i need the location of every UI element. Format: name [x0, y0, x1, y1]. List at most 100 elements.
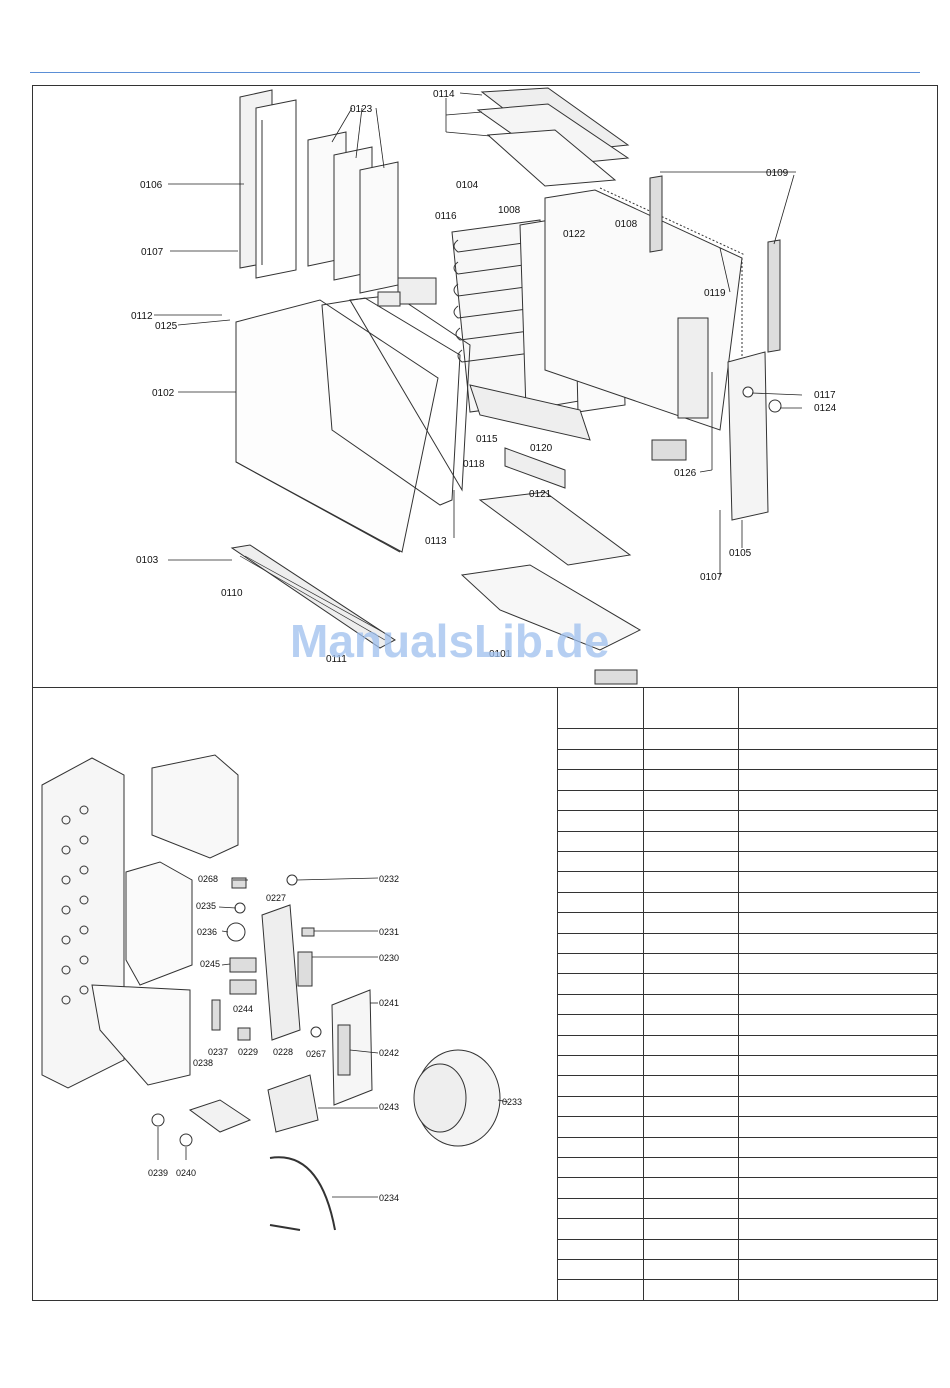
table-cell	[643, 1238, 739, 1261]
table-cell	[738, 810, 938, 832]
table-cell	[557, 1034, 644, 1056]
table-cell	[643, 1095, 739, 1118]
table-row	[557, 830, 938, 852]
table-cell	[643, 1279, 739, 1301]
table-row	[557, 1218, 938, 1240]
table-cell	[738, 1136, 938, 1159]
table-cell	[643, 728, 739, 750]
table-cell	[643, 1054, 739, 1077]
label-0101: 0101	[489, 649, 512, 660]
table-row	[557, 1197, 938, 1220]
table-cell	[643, 973, 739, 995]
label-0242: 0242	[379, 1048, 399, 1058]
table-row	[557, 789, 938, 812]
table-cell	[738, 1014, 938, 1036]
label-0103: 0103	[136, 555, 159, 566]
label-0124: 0124	[814, 403, 837, 414]
label-0267: 0267	[306, 1049, 326, 1059]
label-0227: 0227	[266, 893, 286, 903]
table-cell	[738, 728, 938, 750]
table-row	[557, 748, 938, 771]
table-row	[557, 891, 938, 914]
table-cell	[557, 1054, 644, 1077]
table-cell	[738, 748, 938, 771]
table-cell	[738, 912, 938, 934]
parts-list-table	[557, 686, 938, 1301]
table-cell	[643, 993, 739, 1016]
label-0232: 0232	[379, 874, 399, 884]
label-0240: 0240	[176, 1168, 196, 1178]
table-cell	[643, 686, 739, 730]
table-cell	[643, 1197, 739, 1220]
table-cell	[738, 1238, 938, 1261]
table-row	[557, 973, 938, 995]
table-cell	[738, 952, 938, 975]
table-cell	[643, 871, 739, 893]
table-cell	[557, 810, 644, 832]
table-cell	[557, 973, 644, 995]
label-0115: 0115	[476, 434, 498, 445]
table-cell	[643, 1014, 739, 1036]
table-cell	[557, 1116, 644, 1138]
label-0107: 0107	[141, 247, 164, 258]
label-0241: 0241	[379, 998, 399, 1008]
table-cell	[643, 1259, 739, 1281]
table-cell	[738, 1177, 938, 1199]
table-cell	[557, 1259, 644, 1281]
table-cell	[738, 1095, 938, 1118]
table-cell	[738, 1259, 938, 1281]
table-cell	[643, 1075, 739, 1097]
table-cell	[738, 932, 938, 954]
label-0268: 0268	[198, 874, 218, 884]
label-0245: 0245	[200, 959, 220, 969]
table-cell	[557, 850, 644, 873]
label-0239: 0239	[148, 1168, 168, 1178]
table-cell	[557, 728, 644, 750]
label-0236: 0236	[197, 927, 217, 937]
table-cell	[738, 973, 938, 995]
table-cell	[643, 830, 739, 852]
label-0228: 0228	[273, 1047, 293, 1057]
label-0104: 0104	[456, 180, 479, 191]
label-0243: 0243	[379, 1102, 399, 1112]
label-0112: 0112	[131, 311, 153, 322]
table-cell	[557, 932, 644, 954]
page-frame	[32, 85, 938, 1301]
table-row	[557, 686, 938, 730]
label-0126: 0126	[674, 468, 697, 479]
label-0231: 0231	[379, 927, 399, 937]
table-row	[557, 769, 938, 791]
label-0117: 0117	[814, 390, 836, 401]
table-cell	[738, 789, 938, 812]
table-row	[557, 1014, 938, 1036]
label-0119: 0119	[704, 288, 726, 299]
table-cell	[557, 952, 644, 975]
table-cell	[643, 1218, 739, 1240]
control-box-diagram: 0268 0232 0227 0235 0231 0236 0230 0245 …	[41, 754, 522, 1231]
table-cell	[643, 1177, 739, 1199]
table-cell	[557, 1197, 644, 1220]
table-row	[557, 871, 938, 893]
label-0244: 0244	[233, 1004, 253, 1014]
label-0109: 0109	[766, 168, 789, 179]
label-0229: 0229	[238, 1047, 258, 1057]
table-cell	[643, 748, 739, 771]
table-cell	[643, 1034, 739, 1056]
table-row	[557, 912, 938, 934]
table-row	[557, 1156, 938, 1179]
main-exploded-diagram: 0114 0123 0106 0104 1008 0109 0116 0108 …	[131, 87, 837, 685]
table-row	[557, 1116, 938, 1138]
table-cell	[643, 789, 739, 812]
label-0237: 0237	[208, 1047, 228, 1057]
label-0113: 0113	[425, 536, 447, 547]
table-row	[557, 1177, 938, 1199]
label-0107b: 0107	[700, 572, 723, 583]
table-cell	[643, 850, 739, 873]
table-cell	[557, 1177, 644, 1199]
table-row	[557, 1136, 938, 1159]
table-cell	[643, 932, 739, 954]
table-cell	[557, 686, 644, 730]
table-cell	[643, 891, 739, 914]
table-cell	[738, 891, 938, 914]
table-cell	[557, 830, 644, 852]
